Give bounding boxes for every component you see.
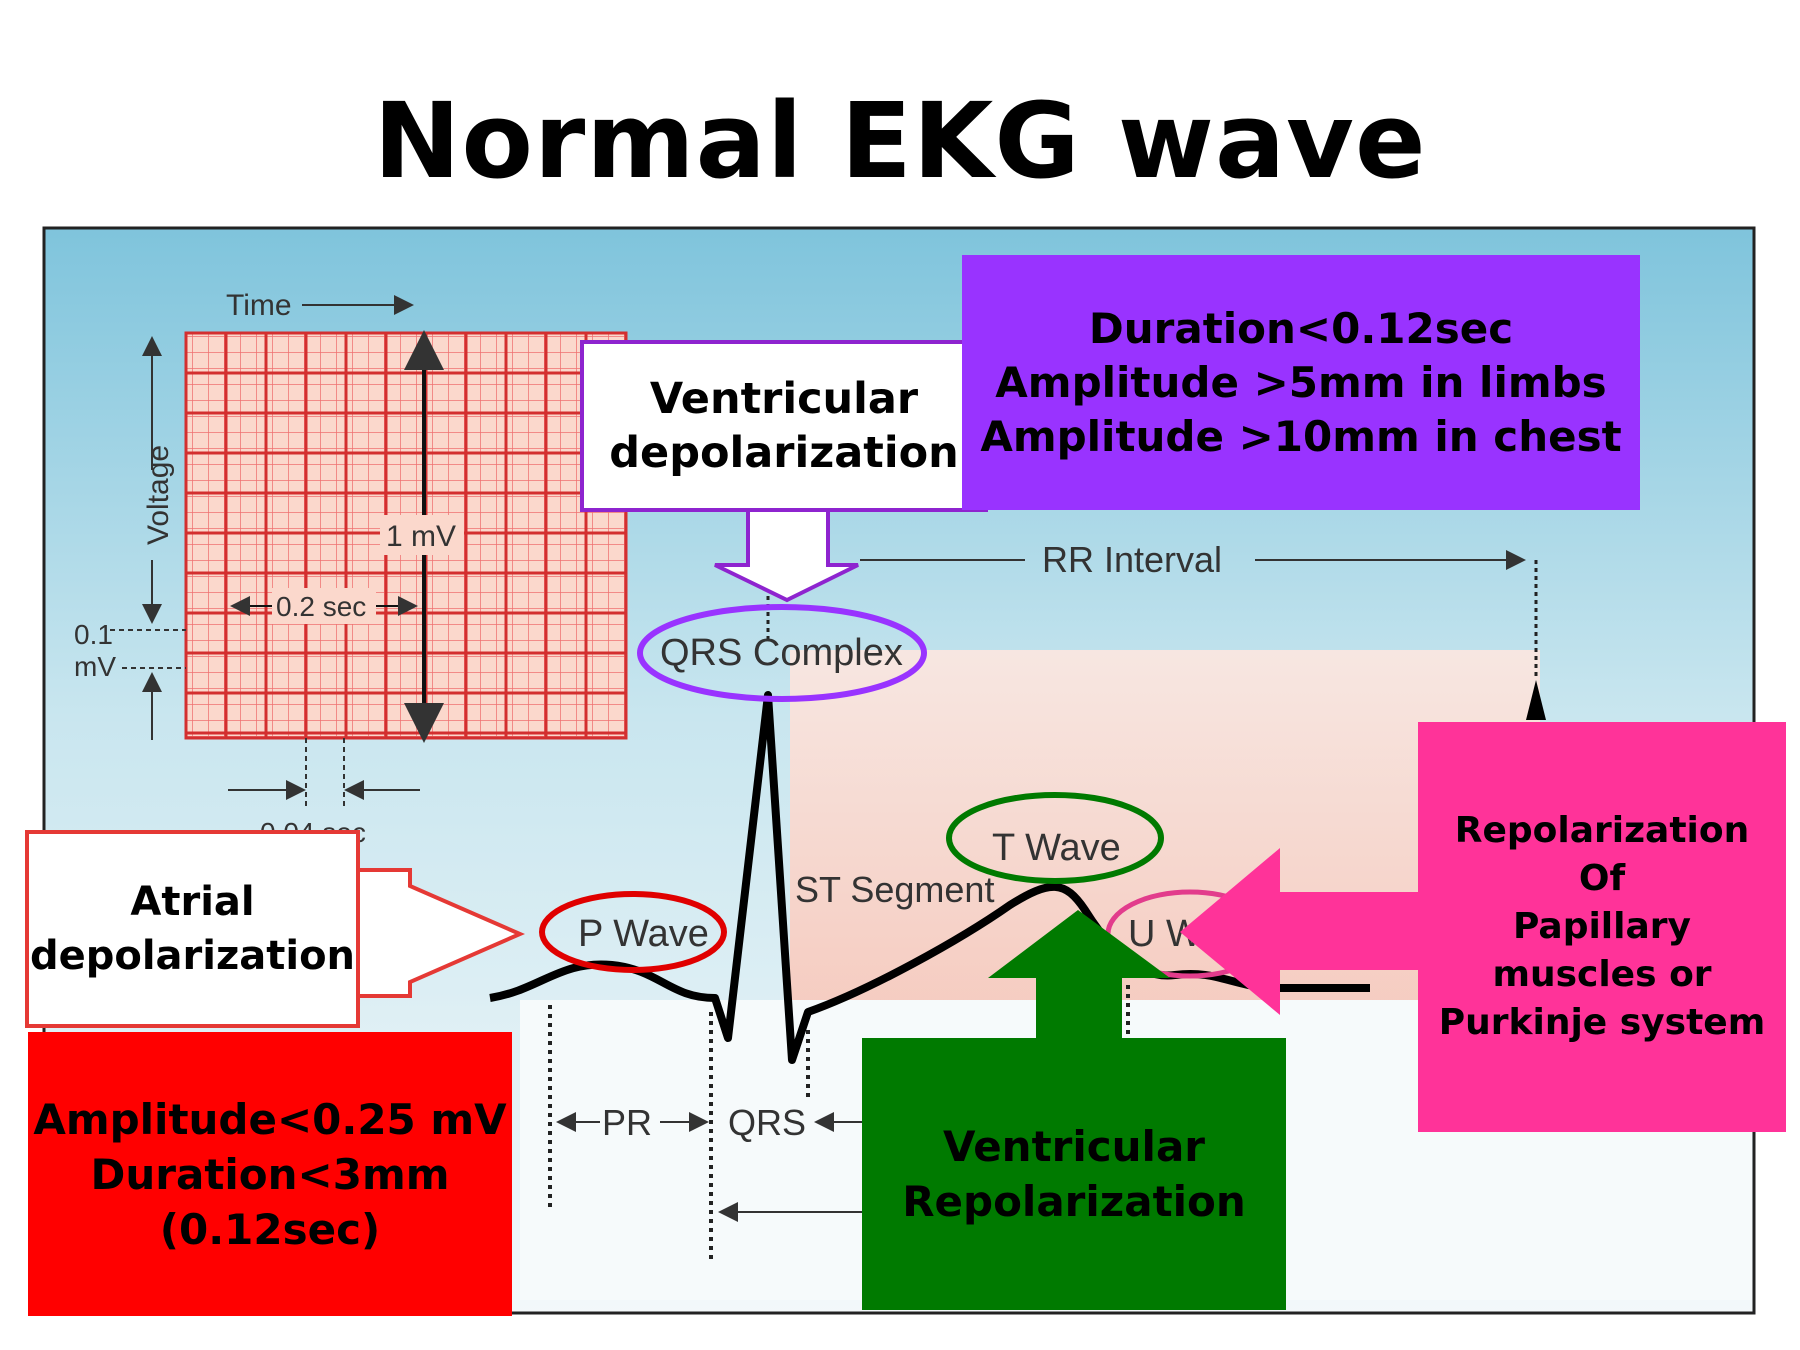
callout-line: (0.12sec) — [159, 1204, 381, 1254]
st-segment-label: ST Segment — [795, 869, 994, 910]
interval-markers — [548, 985, 1130, 1260]
atrial-depolarization-callout: Atrial depolarization — [25, 830, 360, 1028]
qrs-complex-ellipse — [637, 604, 927, 702]
callout-line: Duration<0.12sec — [1088, 303, 1514, 353]
callout-line: Of — [1578, 858, 1626, 899]
callout-line: depolarization — [609, 428, 959, 478]
callout-line: Papillary — [1512, 906, 1691, 947]
callout-line: Ventricular — [649, 374, 919, 424]
callout-line: Ventricular — [942, 1122, 1206, 1171]
u-wave-criteria-callout: Repolarization Of Papillary muscles or P… — [1418, 722, 1786, 1132]
sec-label: 0.2 sec — [276, 591, 366, 622]
p-wave-ellipse — [539, 891, 727, 973]
qrs-label: QRS — [728, 1102, 806, 1143]
next-r-wave — [1526, 680, 1546, 720]
p-wave-label: P Wave — [578, 913, 709, 955]
voltage-label: Voltage — [142, 445, 175, 545]
ventricular-depolarization-callout: Ventricular depolarization — [580, 340, 988, 512]
small-mv-label-2: mV — [74, 651, 116, 682]
callout-line: Atrial — [130, 879, 255, 925]
ventricular-repolarization-callout: Ventricular Repolarization — [862, 1038, 1286, 1310]
t-wave-label: T Wave — [992, 827, 1121, 869]
callout-line: Amplitude >10mm in chest — [980, 411, 1622, 461]
slide-title: Normal EKG wave — [373, 80, 1427, 202]
pr-label: PR — [602, 1102, 652, 1143]
t-wave-ellipse — [946, 792, 1164, 884]
ventricular-repol-pointer — [988, 910, 1170, 1040]
qrs-complex-label: QRS Complex — [660, 632, 903, 674]
callout-line: Repolarization — [902, 1177, 1246, 1226]
callout-line: Amplitude<0.25 mV — [33, 1094, 507, 1144]
callout-line: Duration<3mm — [90, 1149, 450, 1199]
ventricular-depol-pointer — [714, 508, 859, 603]
small-mv-label-1: 0.1 — [74, 619, 113, 650]
rr-interval-label: RR Interval — [1042, 539, 1222, 580]
qrs-criteria-callout: Duration<0.12sec Amplitude >5mm in limbs… — [962, 255, 1640, 510]
callout-line: Purkinje system — [1438, 1002, 1766, 1043]
time-label: Time — [226, 289, 292, 322]
callout-line: muscles or — [1492, 954, 1712, 995]
p-wave-criteria-callout: Amplitude<0.25 mV Duration<3mm (0.12sec) — [28, 1032, 512, 1316]
callout-line: Amplitude >5mm in limbs — [995, 357, 1607, 407]
mv-label: 1 mV — [386, 520, 456, 553]
u-wave-pointer — [1180, 848, 1422, 1015]
callout-line: depolarization — [29, 933, 356, 979]
atrial-depol-pointer — [354, 868, 526, 998]
callout-line: Repolarization — [1454, 810, 1750, 851]
